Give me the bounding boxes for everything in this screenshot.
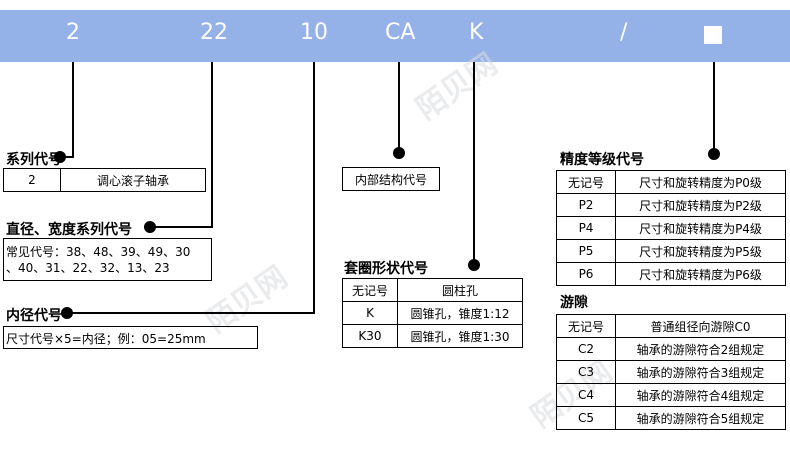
- table-row: 无记号 圆柱孔: [342, 278, 523, 302]
- precision-code: P4: [556, 216, 616, 240]
- dim-series-title: 直径、宽度系列代号: [6, 222, 132, 238]
- dot-dim-series: [144, 221, 156, 233]
- dim-series-line1: 常见代号：38、48、39、49、30: [6, 245, 191, 259]
- table-row: K30 圆锥孔，锥度1:30: [342, 324, 523, 348]
- bore-desc: 尺寸代号×5=内径；例：05=25mm: [6, 332, 206, 346]
- table-row: P6 尺寸和旋转精度为P6级: [556, 262, 786, 286]
- ring-code: K30: [342, 324, 398, 348]
- code-ring-shape: K: [469, 20, 484, 45]
- leader-series: [60, 62, 74, 158]
- series-title: 系列代号: [6, 152, 62, 168]
- dim-series-line2: 、40、31、22、32、13、23: [6, 261, 170, 275]
- clearance-title: 游隙: [560, 295, 588, 311]
- clearance-desc: 轴承的游隙符合3组规定: [615, 360, 786, 384]
- bore-box: 尺寸代号×5=内径；例：05=25mm: [3, 326, 258, 349]
- precision-desc: 尺寸和旋转精度为P5级: [615, 239, 786, 263]
- ring-desc: 圆锥孔，锥度1:12: [397, 301, 523, 325]
- bore-title: 内径代号: [6, 308, 62, 324]
- clearance-code: C2: [556, 337, 616, 361]
- table-row: P5 尺寸和旋转精度为P5级: [556, 239, 786, 263]
- table-row: C4 轴承的游隙符合4组规定: [556, 383, 786, 407]
- clearance-code: 无记号: [556, 314, 616, 338]
- table-row: 无记号 普通组径向游隙C0: [556, 314, 786, 338]
- table-row: 2 调心滚子轴承: [3, 168, 206, 192]
- code-slash: /: [620, 20, 628, 45]
- clearance-desc: 轴承的游隙符合2组规定: [615, 337, 786, 361]
- precision-desc: 尺寸和旋转精度为P2级: [615, 193, 786, 217]
- clearance-desc: 轴承的游隙符合5组规定: [615, 406, 786, 430]
- ring-title: 套圈形状代号: [344, 261, 428, 277]
- code-band: [0, 10, 790, 62]
- clearance-desc: 普通组径向游隙C0: [615, 314, 786, 338]
- precision-desc: 尺寸和旋转精度为P0级: [615, 170, 786, 194]
- table-row: C5 轴承的游隙符合5组规定: [556, 406, 786, 430]
- clearance-code: C5: [556, 406, 616, 430]
- dot-precision: [708, 148, 720, 160]
- dot-ring-shape: [468, 259, 480, 271]
- precision-title: 精度等级代号: [560, 152, 644, 168]
- leader-dim-series: [150, 62, 213, 228]
- code-internal: CA: [385, 20, 416, 45]
- table-row: P2 尺寸和旋转精度为P2级: [556, 193, 786, 217]
- ring-code: 无记号: [342, 278, 398, 302]
- table-row: C3 轴承的游隙符合3组规定: [556, 360, 786, 384]
- table-row: C2 轴承的游隙符合2组规定: [556, 337, 786, 361]
- table-row: 无记号 尺寸和旋转精度为P0级: [556, 170, 786, 194]
- code-series: 2: [66, 20, 80, 45]
- internal-label: 内部结构代号: [354, 173, 427, 187]
- precision-code: 无记号: [556, 170, 616, 194]
- precision-code: P6: [556, 262, 616, 286]
- ring-desc: 圆锥孔，锥度1:30: [397, 324, 523, 348]
- dot-bore: [61, 307, 73, 319]
- ring-code: K: [342, 301, 398, 325]
- clearance-desc: 轴承的游隙符合4组规定: [615, 383, 786, 407]
- dim-series-box: 常见代号：38、48、39、49、30 、40、31、22、32、13、23: [3, 238, 212, 281]
- precision-code: P2: [556, 193, 616, 217]
- clearance-code: C4: [556, 383, 616, 407]
- precision-desc: 尺寸和旋转精度为P6级: [615, 262, 786, 286]
- series-desc: 调心滚子轴承: [60, 168, 206, 192]
- precision-desc: 尺寸和旋转精度为P4级: [615, 216, 786, 240]
- code-dimension-series: 22: [200, 20, 228, 45]
- clearance-table: 无记号 普通组径向游隙C0 C2 轴承的游隙符合2组规定 C3 轴承的游隙符合3…: [556, 314, 786, 430]
- precision-table: 无记号 尺寸和旋转精度为P0级 P2 尺寸和旋转精度为P2级 P4 尺寸和旋转精…: [556, 170, 786, 286]
- series-code: 2: [3, 168, 61, 192]
- series-table: 2 调心滚子轴承: [3, 168, 206, 192]
- clearance-code: C3: [556, 360, 616, 384]
- ring-table: 无记号 圆柱孔 K 圆锥孔，锥度1:12 K30 圆锥孔，锥度1:30: [342, 278, 523, 348]
- code-bore: 10: [300, 20, 328, 45]
- internal-box: 内部结构代号: [342, 167, 440, 191]
- table-row: K 圆锥孔，锥度1:12: [342, 301, 523, 325]
- code-placeholder-square: [704, 26, 722, 44]
- ring-desc: 圆柱孔: [397, 278, 523, 302]
- precision-code: P5: [556, 239, 616, 263]
- dot-internal: [393, 147, 405, 159]
- table-row: P4 尺寸和旋转精度为P4级: [556, 216, 786, 240]
